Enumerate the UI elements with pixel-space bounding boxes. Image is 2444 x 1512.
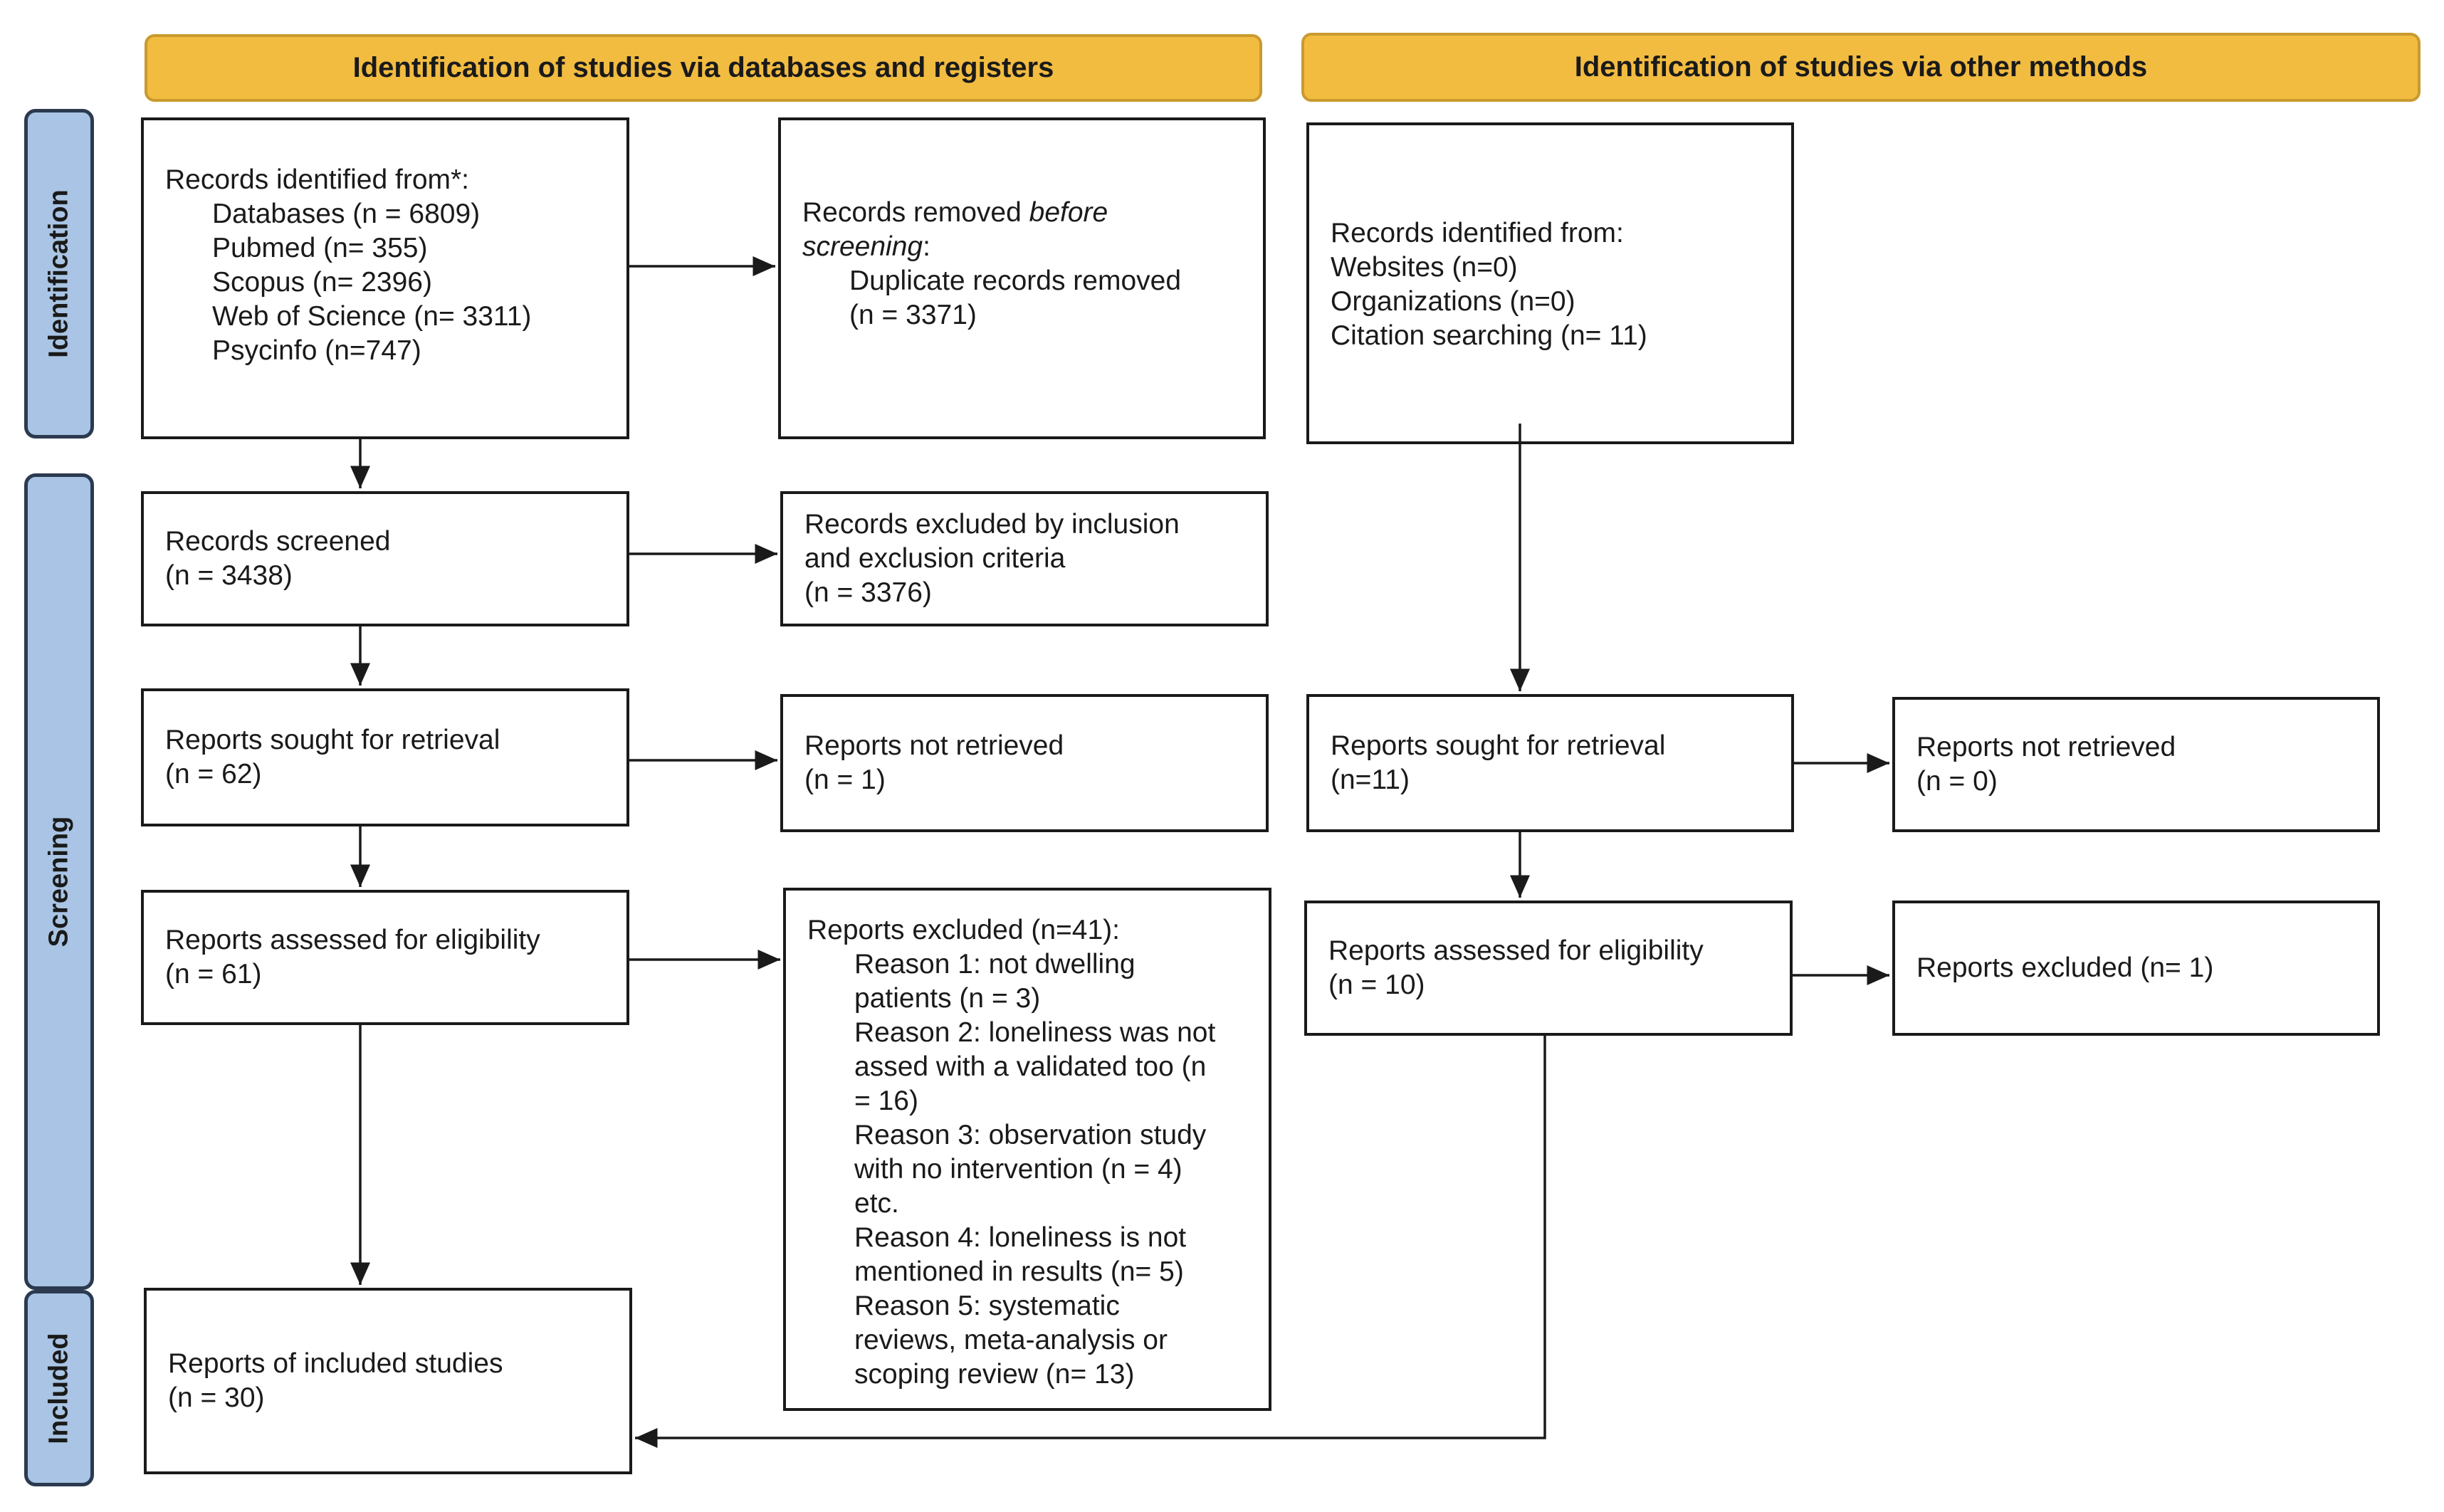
box-records-identified-databases: Records identified from*: Databases (n =… bbox=[141, 117, 629, 439]
db-identified-item: Scopus (n= 2396) bbox=[212, 267, 432, 298]
header-other-methods: Identification of studies via other meth… bbox=[1301, 33, 2421, 102]
box-reports-sought-databases: Reports sought for retrieval (n = 62) bbox=[141, 688, 629, 826]
box-records-identified-other: Records identified from: Websites (n=0) … bbox=[1306, 122, 1794, 444]
db-identified-title: Records identified from*: bbox=[165, 164, 470, 195]
sought-other-line1: Reports sought for retrieval bbox=[1331, 730, 1666, 761]
included-line1: Reports of included studies bbox=[168, 1348, 503, 1379]
excluded-reason-line: Reason 3: observation study bbox=[854, 1120, 1207, 1150]
db-identified-item: Databases (n = 6809) bbox=[212, 199, 481, 229]
box-reports-not-retrieved-databases: Reports not retrieved (n = 1) bbox=[780, 694, 1269, 832]
excluded-reason-line: scoping review (n= 13) bbox=[854, 1359, 1135, 1390]
not-retrieved-db-line1: Reports not retrieved bbox=[804, 730, 1064, 761]
db-identified-item: Pubmed (n= 355) bbox=[212, 233, 428, 263]
excluded-reason-line: Reason 1: not dwelling bbox=[854, 949, 1136, 980]
sought-db-line2: (n = 62) bbox=[165, 759, 262, 789]
excluded-reason-line: with no intervention (n = 4) bbox=[854, 1154, 1182, 1185]
included-line2: (n = 30) bbox=[168, 1382, 265, 1413]
box-reports-not-retrieved-other: Reports not retrieved (n = 0) bbox=[1892, 697, 2380, 832]
box-reports-assessed-databases: Reports assessed for eligibility (n = 61… bbox=[141, 890, 629, 1025]
not-retrieved-other-line1: Reports not retrieved bbox=[1916, 732, 2176, 762]
excluded-reason-line: Reason 5: systematic bbox=[854, 1291, 1120, 1321]
excluded-criteria-line2: and exclusion criteria bbox=[804, 543, 1066, 574]
excluded-reason-line: patients (n = 3) bbox=[854, 983, 1041, 1014]
not-retrieved-other-line2: (n = 0) bbox=[1916, 766, 1998, 797]
other-identified-item: Organizations (n=0) bbox=[1331, 286, 1575, 317]
other-identified-item: Websites (n=0) bbox=[1331, 252, 1518, 283]
phase-identification: Identification bbox=[24, 109, 94, 439]
assessed-other-line2: (n = 10) bbox=[1328, 970, 1425, 1000]
box-reports-assessed-other: Reports assessed for eligibility (n = 10… bbox=[1304, 901, 1793, 1036]
db-identified-item: Psycinfo (n=747) bbox=[212, 335, 421, 366]
excluded-reasons-title: Reports excluded (n=41): bbox=[807, 915, 1120, 945]
removed-line2: screening: bbox=[802, 230, 1242, 264]
excluded-criteria-line3: (n = 3376) bbox=[804, 577, 932, 608]
removed-line2-suffix: : bbox=[923, 231, 930, 262]
header-databases: Identification of studies via databases … bbox=[145, 34, 1262, 102]
arrow-assessed-other-to-included bbox=[635, 1036, 1546, 1448]
removed-line4: (n = 3371) bbox=[849, 300, 977, 330]
excluded-reason-line: = 16) bbox=[854, 1086, 918, 1116]
box-reports-sought-other: Reports sought for retrieval (n=11) bbox=[1306, 694, 1794, 832]
db-identified-item: Web of Science (n= 3311) bbox=[212, 301, 532, 332]
box-records-screened: Records screened (n = 3438) bbox=[141, 491, 629, 626]
removed-line1-prefix: Records removed bbox=[802, 197, 1029, 228]
other-identified-title: Records identified from: bbox=[1331, 218, 1624, 248]
sought-db-line1: Reports sought for retrieval bbox=[165, 725, 500, 755]
excluded-reason-line: assed with a validated too (n bbox=[854, 1051, 1207, 1082]
other-identified-item: Citation searching (n= 11) bbox=[1331, 320, 1647, 351]
excluded-reason-line: reviews, meta-analysis or bbox=[854, 1325, 1168, 1355]
excluded-other-line1: Reports excluded (n= 1) bbox=[1916, 952, 2214, 983]
phase-included: Included bbox=[24, 1290, 94, 1486]
box-records-removed: Records removed before screening: Duplic… bbox=[778, 117, 1266, 439]
screened-line1: Records screened bbox=[165, 526, 391, 557]
excluded-reason-line: Reason 2: loneliness was not bbox=[854, 1017, 1216, 1048]
excluded-reason-line: etc. bbox=[854, 1188, 899, 1219]
not-retrieved-db-line2: (n = 1) bbox=[804, 765, 886, 795]
removed-line1: Records removed before bbox=[802, 196, 1242, 230]
assessed-other-line1: Reports assessed for eligibility bbox=[1328, 935, 1704, 966]
excluded-reason-line: Reason 4: loneliness is not bbox=[854, 1222, 1187, 1253]
box-reports-included: Reports of included studies (n = 30) bbox=[144, 1288, 632, 1474]
removed-line2-italic: screening bbox=[802, 231, 923, 262]
screened-line2: (n = 3438) bbox=[165, 560, 293, 591]
phase-screening: Screening bbox=[24, 473, 94, 1290]
removed-line1-italic: before bbox=[1029, 197, 1108, 228]
box-reports-excluded-reasons: Reports excluded (n=41): Reason 1: not d… bbox=[783, 888, 1271, 1411]
excluded-criteria-line1: Records excluded by inclusion bbox=[804, 509, 1180, 540]
box-records-excluded-criteria: Records excluded by inclusion and exclus… bbox=[780, 491, 1269, 626]
assessed-db-line1: Reports assessed for eligibility bbox=[165, 925, 540, 955]
box-reports-excluded-other: Reports excluded (n= 1) bbox=[1892, 901, 2380, 1036]
assessed-db-line2: (n = 61) bbox=[165, 959, 262, 989]
removed-line3: Duplicate records removed bbox=[849, 266, 1182, 296]
excluded-reason-line: mentioned in results (n= 5) bbox=[854, 1256, 1184, 1287]
sought-other-line2: (n=11) bbox=[1331, 765, 1410, 795]
